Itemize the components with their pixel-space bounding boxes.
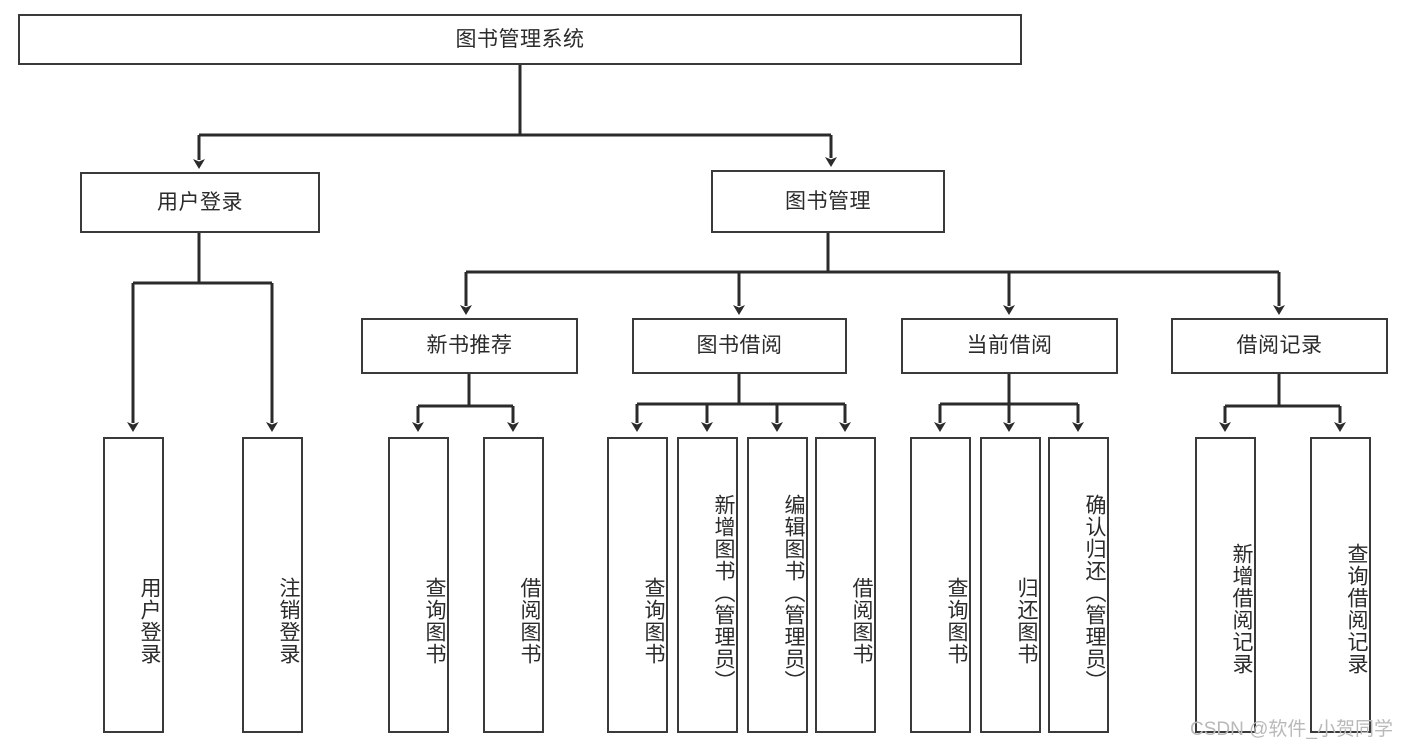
node-label: 借阅图书 bbox=[850, 577, 873, 665]
node-label: 图书借阅 bbox=[696, 334, 783, 358]
node-leaf-logout-login[interactable]: 注销登录 bbox=[242, 437, 303, 733]
node-leaf-return-book[interactable]: 归还图书 bbox=[980, 437, 1041, 733]
node-label: 归还图书 bbox=[1015, 577, 1038, 665]
node-leaf-borrow-book-2[interactable]: 借阅图书 bbox=[815, 437, 876, 733]
node-leaf-add-borrow-record[interactable]: 新增借阅记录 bbox=[1195, 437, 1256, 733]
node-book-management-system[interactable]: 图书管理系统 bbox=[18, 14, 1022, 65]
node-label: 确认归还（管理员） bbox=[1083, 494, 1106, 692]
node-book-borrow[interactable]: 图书借阅 bbox=[632, 318, 847, 374]
node-new-book-recommend[interactable]: 新书推荐 bbox=[361, 318, 578, 374]
node-label: 用户登录 bbox=[157, 190, 243, 214]
node-user-login[interactable]: 用户登录 bbox=[80, 172, 320, 233]
node-label: 图书管理系统 bbox=[455, 27, 585, 51]
node-label: 新增借阅记录 bbox=[1230, 543, 1253, 675]
node-leaf-query-book-2[interactable]: 查询图书 bbox=[607, 437, 668, 733]
node-label: 用户登录 bbox=[138, 577, 161, 665]
node-label: 编辑图书（管理员） bbox=[782, 494, 805, 692]
node-label: 新书推荐 bbox=[426, 334, 513, 358]
node-label: 查询图书 bbox=[423, 577, 446, 665]
node-book-management[interactable]: 图书管理 bbox=[711, 170, 945, 233]
node-leaf-add-book-admin[interactable]: 新增图书（管理员） bbox=[677, 437, 738, 733]
csdn-watermark: CSDN @软件_小贺同学 bbox=[1190, 719, 1393, 740]
node-label: 当前借阅 bbox=[966, 334, 1053, 358]
node-leaf-query-book-1[interactable]: 查询图书 bbox=[388, 437, 449, 733]
node-borrow-record[interactable]: 借阅记录 bbox=[1171, 318, 1388, 374]
node-leaf-query-book-3[interactable]: 查询图书 bbox=[910, 437, 971, 733]
node-label: 查询借阅记录 bbox=[1345, 543, 1368, 675]
node-label: 图书管理 bbox=[785, 189, 871, 213]
node-leaf-user-login[interactable]: 用户登录 bbox=[103, 437, 164, 733]
node-label: 注销登录 bbox=[277, 577, 300, 665]
node-label: 借阅图书 bbox=[518, 577, 541, 665]
node-leaf-borrow-book-1[interactable]: 借阅图书 bbox=[483, 437, 544, 733]
node-label: 查询图书 bbox=[945, 577, 968, 665]
node-label: 新增图书（管理员） bbox=[712, 494, 735, 692]
node-label: 查询图书 bbox=[642, 577, 665, 665]
node-current-borrow[interactable]: 当前借阅 bbox=[901, 318, 1118, 374]
node-leaf-query-borrow-record[interactable]: 查询借阅记录 bbox=[1310, 437, 1371, 733]
node-leaf-edit-book-admin[interactable]: 编辑图书（管理员） bbox=[747, 437, 808, 733]
node-label: 借阅记录 bbox=[1236, 334, 1323, 358]
node-leaf-confirm-return-admin[interactable]: 确认归还（管理员） bbox=[1048, 437, 1109, 733]
